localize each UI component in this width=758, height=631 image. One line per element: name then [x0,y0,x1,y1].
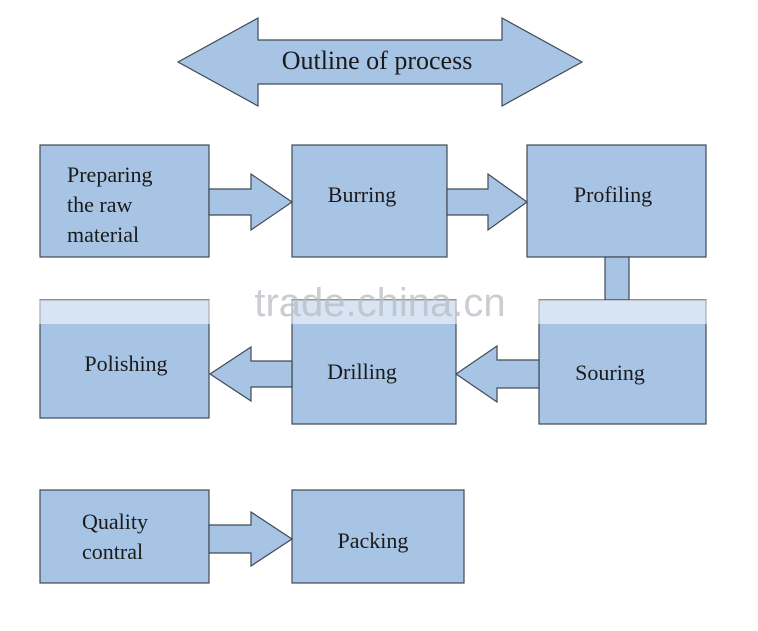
connector-profiling-to-souring [604,256,630,301]
label-profiling: Profiling [574,182,652,207]
label-preparing: Preparing the raw material [67,162,158,247]
watermark-band [36,300,716,324]
watermark: trade.china.cn [254,281,505,325]
label-packing: Packing [338,528,409,553]
label-polishing: Polishing [84,351,167,376]
arrow-preparing-to-burring [208,172,294,232]
diagram-title: Outline of process [282,46,473,75]
arrow-quality-to-packing [208,510,294,568]
arrow-souring-to-drilling [454,344,540,404]
label-drilling: Drilling [327,359,397,384]
label-burring: Burring [328,182,396,207]
arrow-drilling-to-polishing [208,345,293,403]
arrow-burring-to-profiling [446,172,529,232]
label-quality: Quality contral [82,509,154,564]
label-souring: Souring [575,360,645,385]
box-preparing [39,144,210,258]
box-quality [39,489,210,584]
box-burring [291,144,448,258]
title-double-arrow [176,16,584,108]
box-packing [291,489,465,584]
